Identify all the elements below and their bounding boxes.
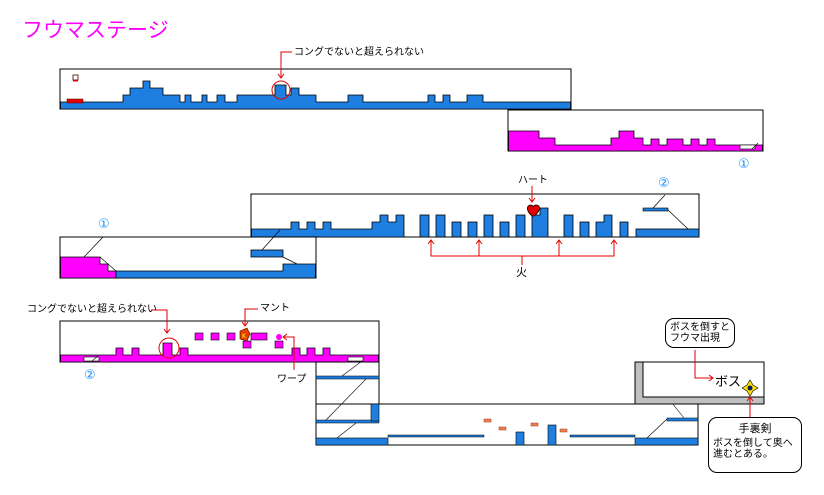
kong-pointer-2 [152, 309, 168, 332]
svg-text:K: K [242, 333, 247, 340]
warp-marker-1-exit: ① [738, 157, 750, 172]
orange-blocks [483, 418, 568, 433]
cloak-icon: K [239, 327, 251, 342]
kong-circle-2 [158, 337, 180, 359]
warp-pointer [284, 336, 295, 370]
section-6 [315, 360, 699, 446]
cloak-pointer [244, 308, 258, 325]
shuriken-note-line2: 進むとある。 [713, 449, 773, 460]
kong-circle-1 [271, 80, 291, 100]
section-5: K [59, 308, 380, 370]
section-3-ground [251, 214, 405, 238]
warp-pad [739, 144, 756, 150]
cloak-label: マント [260, 303, 290, 314]
ledge-platform [250, 249, 284, 258]
fuma-note-line1: ボスを倒すと [670, 322, 730, 333]
fire-pointers [427, 239, 618, 265]
page-title: フウマステージ [22, 18, 169, 42]
heart-label: ハート [518, 175, 548, 186]
shuriken-note-bubble: 手裏剣 ボスを倒して奥へ 進むとある。 [708, 417, 802, 473]
kong-note-2: コングでないと超えられない [27, 304, 157, 315]
warp-marker-2-entry: ② [84, 368, 96, 383]
fire-label: 火 [516, 266, 527, 279]
boss-label: ボス [715, 375, 742, 390]
barrel-icon [72, 74, 79, 82]
section-3 [250, 186, 700, 265]
warp-orb-icon [276, 334, 282, 340]
section-4 [59, 229, 317, 279]
kong-pointer-1 [280, 51, 292, 77]
shuriken-note-line1: ボスを倒して奥へ [713, 438, 793, 449]
section-4-blue-ground [115, 263, 316, 279]
spring-pad-icon [66, 98, 84, 104]
section-1-ground [60, 80, 571, 110]
heart-icon [526, 204, 540, 217]
kong-note-1: コングでないと超えられない [294, 47, 424, 58]
section-4-pink-ground [60, 256, 117, 279]
fuma-note-line2: フウマ出現 [670, 333, 720, 344]
warp-label: ワープ [277, 374, 307, 385]
boss-pointer [694, 350, 712, 379]
warp-pad-exit [347, 356, 364, 362]
section-2 [507, 109, 764, 152]
section-5-ground [60, 342, 379, 363]
warp-pad [83, 356, 100, 362]
floating-platform [642, 207, 669, 212]
section-2-ground [508, 130, 763, 152]
floating-blocks [194, 332, 284, 349]
fuma-note-bubble: ボスを倒すと フウマ出現 [665, 318, 735, 348]
fire-pillars [419, 207, 700, 238]
shuriken-note-title: 手裏剣 [738, 422, 772, 435]
boss-room [634, 350, 765, 418]
warp-marker-1-entry: ① [98, 217, 110, 232]
shuriken-icon [741, 379, 759, 397]
section-1 [59, 51, 572, 134]
warp-marker-2-exit: ② [658, 176, 670, 191]
